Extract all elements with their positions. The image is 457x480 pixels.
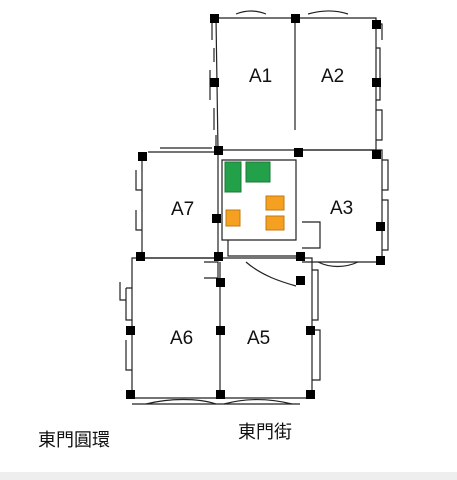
unit-label-a2: A2: [321, 66, 344, 87]
unit-label-a1: A1: [249, 66, 272, 87]
stairs: [225, 195, 285, 231]
stair-right-top: [265, 195, 285, 211]
unit-label-a7: A7: [171, 199, 194, 220]
unit-label-a5: A5: [247, 328, 270, 349]
stair-right-bottom: [265, 215, 285, 231]
unit-label-a3: A3: [330, 198, 353, 219]
elevators: [224, 161, 271, 193]
street-label-dongmen-street: 東門街: [238, 422, 292, 443]
stair-left: [225, 209, 241, 227]
unit-label-a6: A6: [170, 328, 193, 349]
columns: [126, 14, 385, 399]
elevator-left: [224, 161, 242, 193]
elevator-right: [245, 161, 271, 183]
bottom-bar: [0, 472, 457, 480]
street-label-dongmen-roundabout: 東門圓環: [38, 430, 110, 451]
